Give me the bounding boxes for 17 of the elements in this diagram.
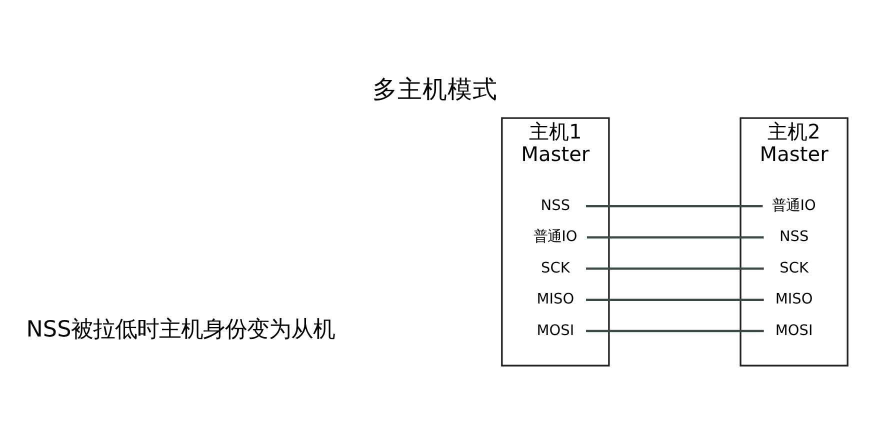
node-text: NSS — [779, 229, 809, 246]
node-text: MOSI — [775, 322, 813, 339]
connector — [586, 236, 764, 238]
node-text: MISO — [775, 292, 813, 308]
node-text: NSS — [540, 198, 570, 214]
node-text: SCK — [780, 260, 808, 276]
node-text: SCK — [541, 260, 570, 276]
node-text: MISO — [536, 292, 574, 308]
diagram-title: 多主机模式 — [372, 74, 498, 104]
connector — [586, 298, 764, 301]
connector — [586, 330, 764, 332]
connector — [586, 205, 763, 208]
label: NSS被拉低时主机身份变为从机 — [26, 316, 336, 343]
node-text: 普通IO — [772, 198, 816, 214]
node-text: MOSI — [536, 322, 574, 339]
connector — [586, 268, 764, 270]
node-text: 普通IO — [534, 229, 578, 246]
